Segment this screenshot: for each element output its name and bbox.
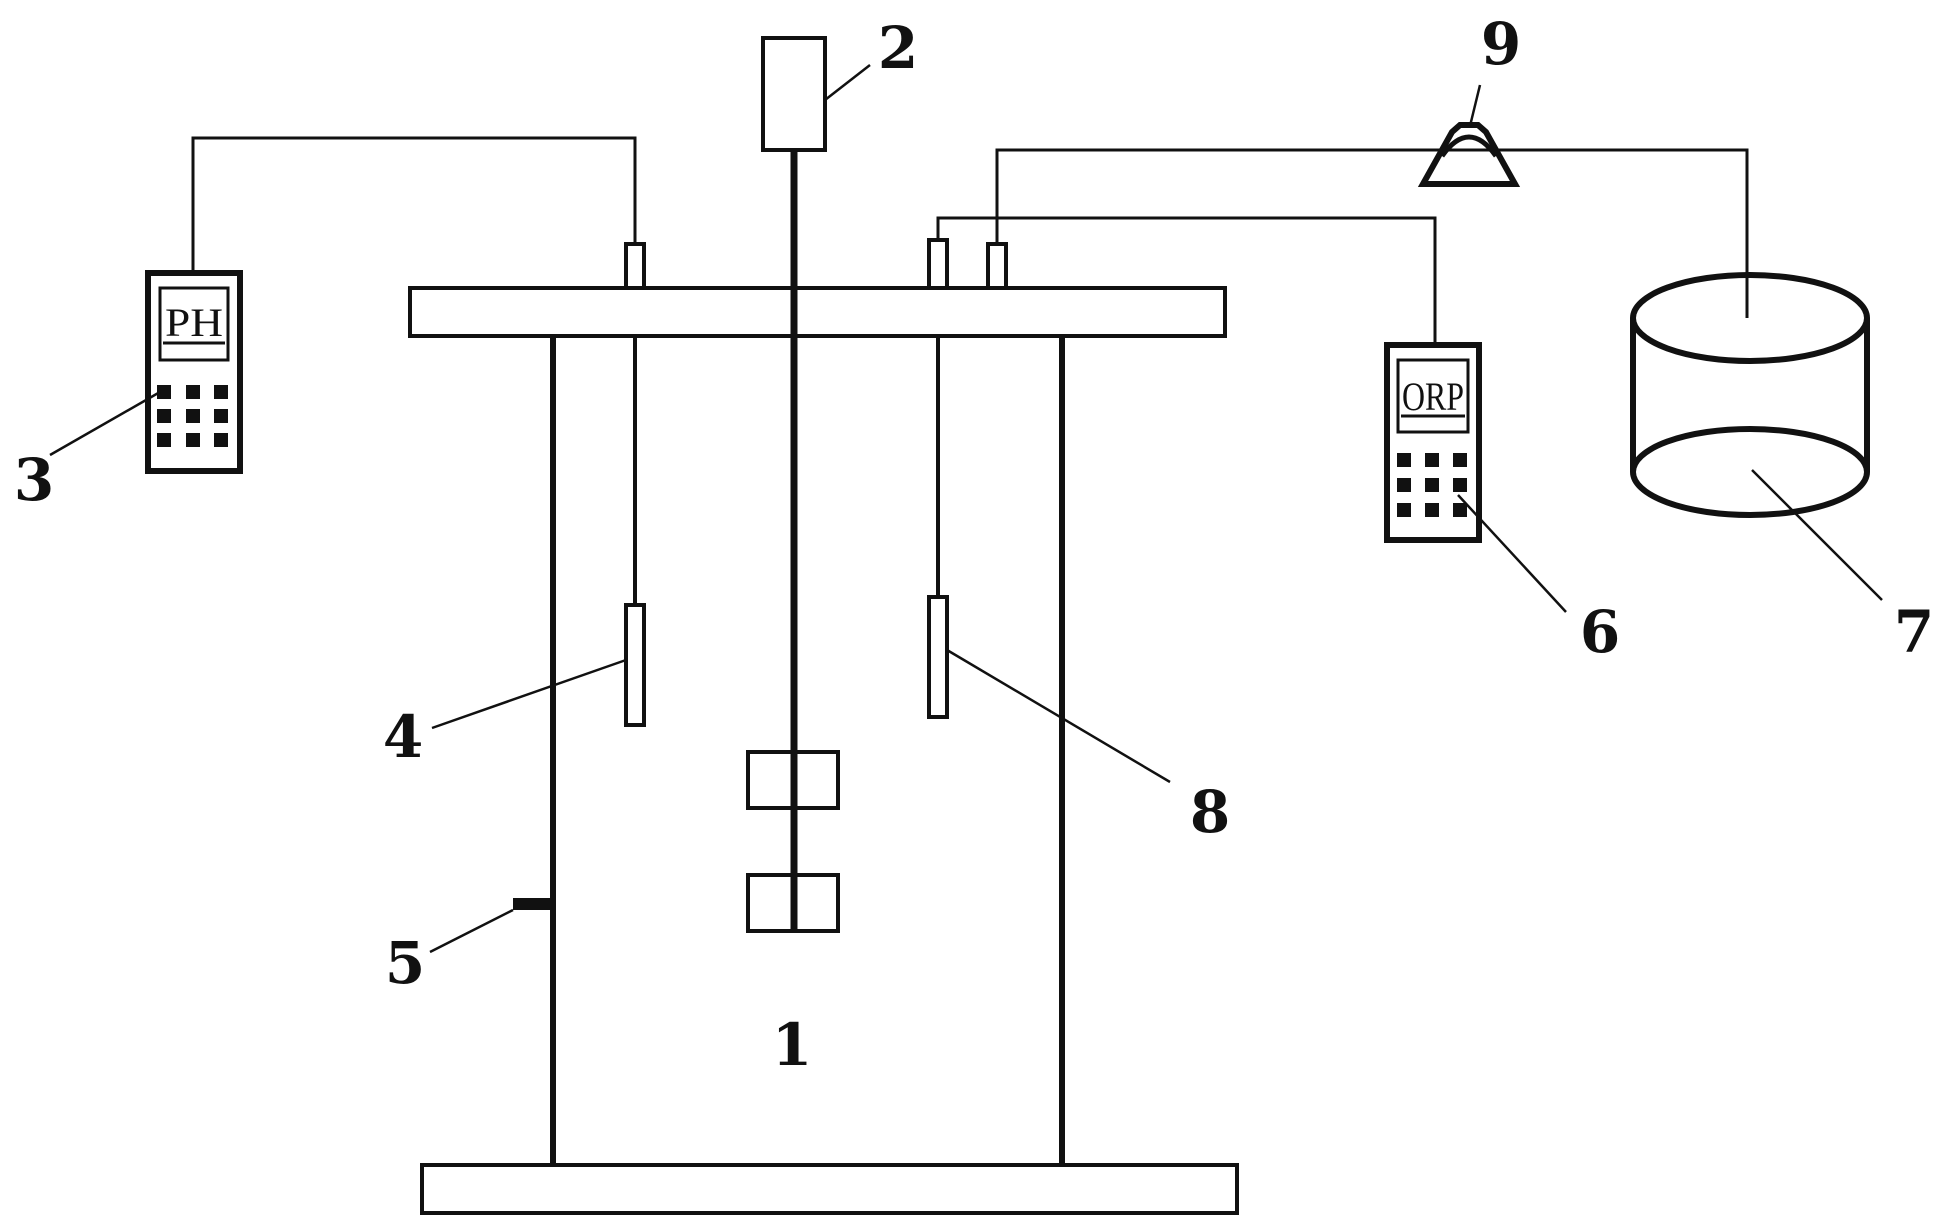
pump-rotor <box>1439 134 1499 158</box>
keypad-key <box>157 409 171 423</box>
reactor-lid <box>408 286 1227 338</box>
label-9: 9 <box>1481 10 1521 78</box>
label-3: 3 <box>14 446 54 514</box>
keypad-key <box>157 433 171 447</box>
pump <box>1417 122 1521 187</box>
stirrer-blade-upper <box>746 750 840 810</box>
keypad-key <box>1453 453 1467 467</box>
leader-line-6 <box>1457 494 1567 613</box>
orp-meter <box>1384 342 1482 543</box>
orp-meter-screen <box>1396 358 1470 434</box>
leader-line-3 <box>49 390 161 457</box>
ph-probe <box>624 603 646 727</box>
leader-line-4 <box>431 658 627 730</box>
label-8: 8 <box>1190 778 1230 846</box>
orp-meter-keypad <box>1397 453 1467 517</box>
label-2: 2 <box>878 14 918 82</box>
ph-cable <box>191 136 637 273</box>
orp-probe-port <box>927 238 949 290</box>
leader-line-5 <box>429 908 514 954</box>
label-6: 6 <box>1580 598 1620 666</box>
stirrer-blade-lower <box>746 873 840 933</box>
leader-line-7 <box>1751 469 1883 601</box>
keypad-key <box>214 385 228 399</box>
ph-meter-keypad <box>157 385 228 447</box>
label-7: 7 <box>1894 598 1934 666</box>
keypad-key <box>186 433 200 447</box>
keypad-key <box>214 433 228 447</box>
keypad-key <box>186 385 200 399</box>
ph-meter <box>145 270 243 474</box>
ph-display-text: PH <box>165 300 223 345</box>
keypad-key <box>1425 453 1439 467</box>
keypad-key <box>1453 503 1467 517</box>
leader-line-8 <box>946 648 1171 784</box>
label-1: 1 <box>772 1011 812 1079</box>
stirrer-motor <box>761 36 827 152</box>
tank-bottom <box>1630 426 1870 518</box>
keypad-key <box>186 409 200 423</box>
outlet-nozzle <box>513 898 553 910</box>
dosing-line <box>995 148 1749 318</box>
orp-display-text: ORP <box>1402 374 1464 419</box>
orp-cable <box>936 216 1437 345</box>
orp-probe <box>927 595 949 719</box>
keypad-key <box>1397 453 1411 467</box>
keypad-key <box>157 385 171 399</box>
label-4: 4 <box>383 703 423 771</box>
keypad-key <box>214 409 228 423</box>
leader-line-2 <box>824 64 871 101</box>
ph-probe-port <box>624 242 646 290</box>
keypad-key <box>1453 478 1467 492</box>
keypad-key <box>1397 478 1411 492</box>
keypad-key <box>1425 503 1439 517</box>
tank-top <box>1630 272 1870 364</box>
keypad-key <box>1425 478 1439 492</box>
label-5: 5 <box>385 929 425 997</box>
ph-meter-screen <box>158 286 230 362</box>
dosing-port <box>986 242 1008 290</box>
keypad-key <box>1397 503 1411 517</box>
reactor-base <box>420 1163 1239 1215</box>
leader-line-9 <box>1468 84 1482 127</box>
